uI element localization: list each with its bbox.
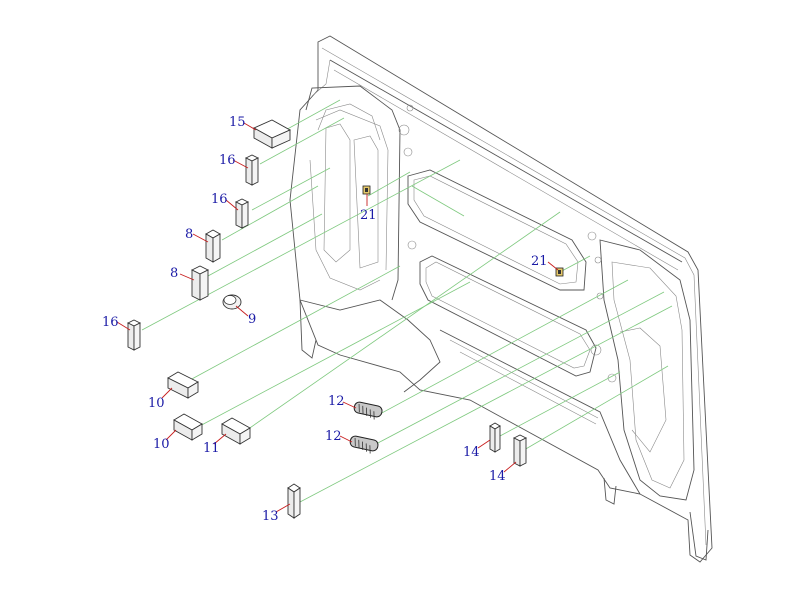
- callout-14-b: 14: [489, 469, 506, 484]
- callout-16-b: 16: [211, 192, 228, 207]
- part-15-block: [252, 119, 292, 149]
- callout-10-b: 10: [153, 437, 170, 452]
- side-panel: [289, 35, 713, 563]
- part-16-block-b: [234, 198, 250, 229]
- part-8-block-b: [190, 265, 210, 301]
- assembly-guide-lines: [141, 99, 673, 503]
- part-14-block-a: [489, 422, 501, 453]
- part-8-block-a: [205, 229, 221, 263]
- part-16-block-c: [126, 319, 142, 351]
- part-13-block: [287, 483, 301, 519]
- callout-15: 15: [229, 115, 246, 130]
- part-10-block-b: [173, 413, 203, 441]
- part-11-block: [221, 417, 251, 445]
- callout-13: 13: [262, 509, 279, 524]
- callout-8-b: 8: [170, 266, 178, 281]
- part-16-block-a: [244, 154, 260, 186]
- part-12-vent-a: [353, 401, 383, 420]
- callout-16-c: 16: [102, 315, 119, 330]
- callout-21-a: 21: [360, 208, 377, 223]
- callout-10-a: 10: [148, 396, 165, 411]
- callout-9: 9: [248, 312, 256, 327]
- callout-leader-lines: [116, 122, 559, 513]
- callout-14-a: 14: [463, 445, 480, 460]
- part-14-block-b: [512, 434, 528, 467]
- callout-16-a: 16: [219, 153, 236, 168]
- callout-11: 11: [203, 441, 220, 456]
- part-10-block-a: [167, 371, 199, 399]
- part-12-vent-b: [349, 435, 379, 454]
- callout-12-b: 12: [325, 429, 342, 444]
- callout-12-a: 12: [328, 394, 345, 409]
- callout-21-b: 21: [531, 254, 548, 269]
- callout-8-a: 8: [185, 227, 193, 242]
- callout-labels: 15 16 16 8 8 16 9 21 21 10 10 11 12 12 1…: [102, 115, 548, 524]
- part-9-grommet: [222, 294, 242, 310]
- part-21-clip-a: [362, 185, 371, 195]
- part-21-clip-b: [555, 267, 564, 277]
